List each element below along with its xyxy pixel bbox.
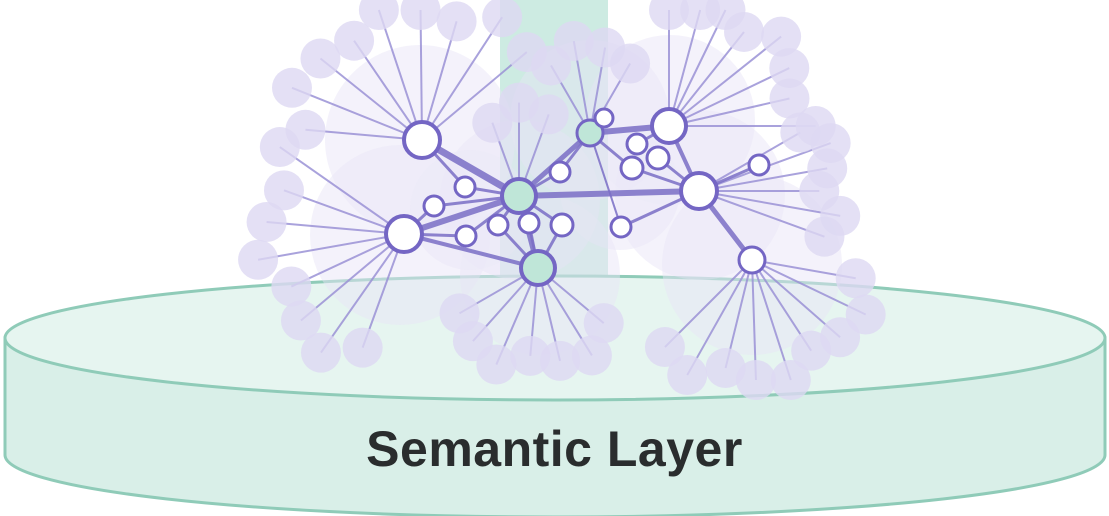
leaf-node: [259, 127, 300, 168]
graph-edge: [402, 232, 540, 270]
spoke-line: [668, 9, 727, 127]
leaf-node: [845, 294, 886, 335]
spoke-line: [377, 9, 423, 141]
graph-node-teal: [500, 177, 538, 215]
leaf-node: [540, 340, 581, 381]
leaf-node: [583, 303, 624, 344]
spoke-line: [668, 35, 782, 127]
leaf-node: [400, 0, 441, 30]
leaf-node: [804, 216, 845, 257]
graph-node: [384, 214, 424, 254]
leaf-node: [780, 112, 821, 153]
graph-node: [609, 215, 633, 239]
graph-node: [548, 160, 572, 184]
leaf-node: [300, 38, 341, 79]
graph-node: [679, 171, 719, 211]
leaf-node: [553, 21, 594, 62]
spoke-line: [751, 259, 867, 316]
graph-node: [619, 155, 645, 181]
leaf-node: [770, 360, 811, 400]
leaf-node: [769, 48, 810, 89]
spoke-line: [421, 51, 528, 141]
leaf-node: [649, 0, 689, 30]
leaf-node: [835, 258, 876, 299]
leaf-node: [246, 201, 287, 242]
graph-edge: [401, 193, 522, 237]
graph-node: [645, 145, 671, 171]
graph-node-teal: [575, 118, 605, 148]
spoke-line: [291, 86, 423, 141]
graph-node: [517, 211, 541, 235]
leaf-node: [571, 335, 612, 376]
leaf-node: [735, 360, 776, 400]
leaf-nodes: [238, 0, 886, 400]
spoke-line: [266, 220, 405, 235]
spoke-line: [698, 167, 828, 192]
spoke-line: [361, 233, 405, 348]
spoke-line: [664, 259, 753, 348]
graph-node: [747, 153, 771, 177]
leaf-node: [724, 11, 765, 52]
spoke-line: [698, 190, 825, 238]
graph-node: [650, 107, 688, 145]
graph-node: [737, 245, 767, 275]
spoke-line: [668, 31, 745, 127]
spoke-line: [283, 189, 405, 235]
leaf-node: [263, 170, 304, 211]
spoke-line: [698, 190, 841, 217]
leaf-node: [358, 0, 399, 30]
leaf-node: [644, 327, 685, 368]
graph-node: [422, 194, 446, 218]
leaf-node: [280, 300, 321, 341]
leaf-node: [300, 332, 341, 373]
graph-node: [549, 212, 575, 238]
spoke-line: [668, 9, 702, 127]
graph-node-teal: [519, 249, 557, 287]
spoke-line: [319, 57, 423, 141]
graph-node: [453, 175, 477, 199]
leaf-node: [610, 43, 651, 84]
graph-nodes: [384, 107, 771, 287]
leaf-node: [439, 293, 480, 334]
spoke-line: [353, 40, 423, 141]
spoke-line: [421, 21, 458, 141]
spoke-line: [257, 233, 405, 261]
leaf-node: [761, 16, 802, 57]
spoke-line: [751, 259, 792, 381]
graph-node: [402, 120, 442, 160]
leaf-node: [482, 0, 523, 38]
spoke-line: [668, 97, 790, 127]
leaf-node: [510, 335, 551, 376]
spoke-line: [279, 146, 405, 235]
spoke-line: [320, 233, 405, 354]
spoke-line: [686, 259, 753, 376]
leaf-node: [769, 78, 810, 119]
spoke-line: [751, 259, 757, 381]
spoke-line: [419, 9, 423, 141]
graph-edge: [589, 132, 622, 228]
leaf-node: [271, 266, 312, 307]
leaf-node: [342, 327, 383, 368]
graph-node: [486, 213, 510, 237]
graph-node: [593, 107, 615, 129]
graph-node: [625, 132, 649, 156]
leaf-node: [436, 1, 477, 42]
leaf-node: [528, 94, 569, 135]
spoke-line: [300, 233, 405, 322]
graph-node: [454, 224, 478, 248]
spoke-line: [421, 16, 504, 141]
leaf-node: [238, 239, 279, 280]
leaf-node: [791, 330, 832, 371]
layer-title: Semantic Layer: [366, 421, 743, 477]
leaf-node: [271, 67, 312, 108]
leaf-node: [705, 348, 746, 389]
spoke-line: [668, 67, 790, 127]
leaf-node: [667, 355, 708, 396]
spoke-line: [290, 233, 405, 288]
leaf-node: [334, 20, 375, 61]
